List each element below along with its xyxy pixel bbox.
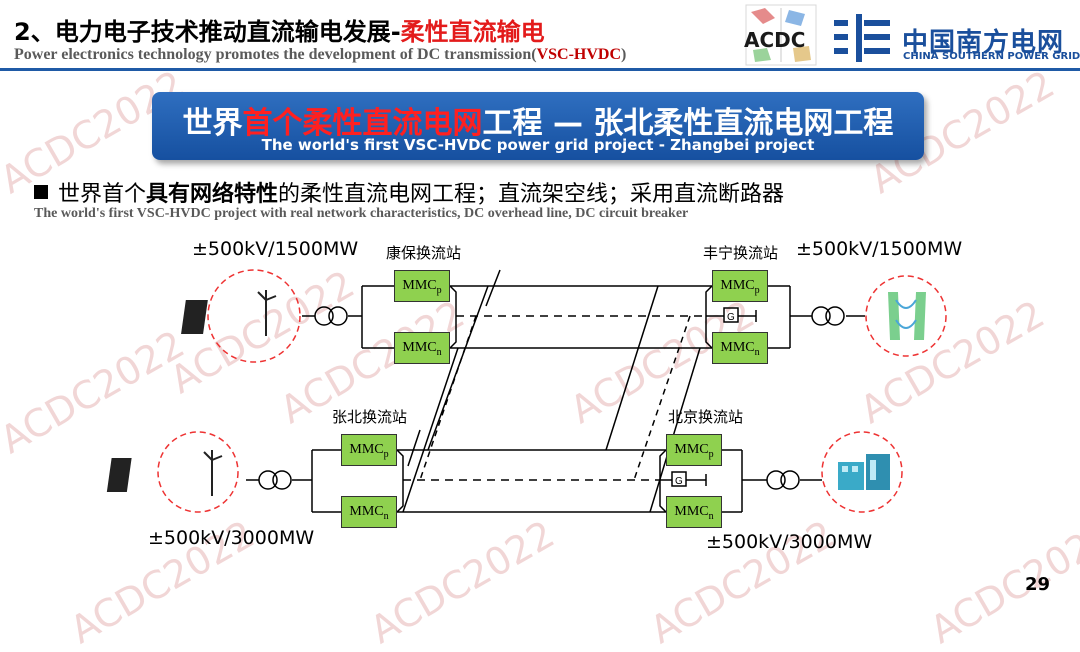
banner-title-cn: 世界首个柔性直流电网工程 — 张北柔性直流电网工程 [152,98,924,142]
mmc-label: MMC [674,442,709,457]
csg-logo-icon [834,14,894,64]
zhangbei-rating: ±500kV/3000MW [148,527,315,549]
mmc-pole-sub: n [436,346,442,358]
zhangbei-source-circle [157,431,239,513]
csg-logo-cn: 中国南方电网 [902,28,1065,58]
acdc-logo-graphic [745,4,817,66]
bullet-point-en: The world's first VSC-HVDC project with … [34,206,689,221]
beijing-mmc-negative: MMCn [666,496,722,528]
load-center-icon [838,454,890,490]
mmc-pole-sub: p [708,448,714,460]
project-banner: 世界首个柔性直流电网工程 — 张北柔性直流电网工程 The world's fi… [152,92,924,160]
mmc-pole-sub: n [383,510,389,522]
mmc-label: MMC [720,278,755,293]
header-divider [0,68,1080,71]
mmc-label: MMC [402,278,437,293]
page-title: 2、电力电子技术推动直流输电发展-柔性直流输电 [14,12,545,47]
bullet-text-bold: 具有网络特性 [146,182,279,207]
kangbao-station-name: 康保换流站 [386,244,462,262]
banner-title-suffix: 工程 — 张北柔性直流电网工程 [482,106,894,141]
fengning-mmc-negative: MMCn [712,332,768,364]
banner-title-prefix: 世界 [182,106,243,141]
kangbao-rating: ±500kV/1500MW [192,238,359,260]
fengning-mmc-positive: MMCp [712,270,768,302]
page-subtitle: Power electronics technology promotes th… [14,46,626,64]
ground-symbol-label: G [727,312,735,323]
zhangbei-station-name: 张北换流站 [332,408,408,426]
mmc-pole-sub: p [754,284,760,296]
solar-wind-icon [181,290,277,336]
beijing-station-name: 北京换流站 [668,408,744,426]
mmc-label: MMC [349,442,384,457]
page-subtitle-suffix: ) [621,46,627,63]
page-subtitle-prefix: Power electronics technology promotes th… [14,46,537,63]
fengning-station-name: 丰宁换流站 [703,244,779,262]
grid-diagram: G G [106,269,947,513]
page-subtitle-highlight: VSC-HVDC [536,46,622,63]
ground-symbol-label: G [675,476,683,487]
zhangbei-mmc-negative: MMCn [341,496,397,528]
mmc-label: MMC [674,504,709,519]
bullet-text-prefix: 世界首个 [58,182,147,207]
acdc-logo-text: ACDC [744,28,806,52]
mmc-pole-sub: p [436,284,442,296]
beijing-load-circle [821,431,903,513]
banner-title-en: The world's first VSC-HVDC power grid pr… [261,136,815,154]
mmc-label: MMC [720,340,755,355]
page-number: 29 [1024,574,1050,595]
mmc-label: MMC [402,340,437,355]
mmc-pole-sub: p [383,448,389,460]
mmc-pole-sub: n [754,346,760,358]
fengning-load-circle [865,275,947,357]
page-title-highlight: 柔性直流输电 [400,18,545,46]
banner-title-highlight: 首个柔性直流电网 [242,106,483,141]
beijing-rating: ±500kV/3000MW [706,531,873,553]
acdc-logo [745,4,817,66]
kangbao-mmc-negative: MMCn [394,332,450,364]
solar-wind-icon [106,450,223,496]
bullet-text-suffix: 的柔性直流电网工程；直流架空线；采用直流断路器 [278,182,785,207]
mmc-pole-sub: n [708,510,714,522]
page-title-prefix: 2、电力电子技术推动直流输电发展- [14,18,401,46]
bullet-point: 世界首个具有网络特性的柔性直流电网工程；直流架空线；采用直流断路器 [34,176,784,208]
pumped-storage-icon [888,292,926,340]
fengning-rating: ±500kV/1500MW [796,238,963,260]
bullet-square-icon [34,185,48,199]
zhangbei-mmc-positive: MMCp [341,434,397,466]
kangbao-mmc-positive: MMCp [394,270,450,302]
csg-logo-en: CHINA SOUTHERN POWER GRID [903,51,1080,62]
kangbao-source-circle [207,269,301,363]
mmc-label: MMC [349,504,384,519]
beijing-mmc-positive: MMCp [666,434,722,466]
